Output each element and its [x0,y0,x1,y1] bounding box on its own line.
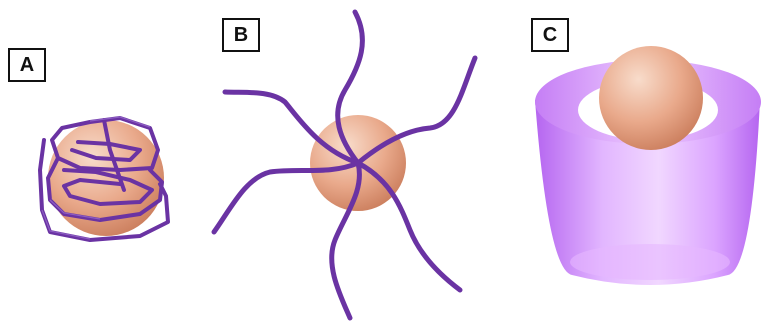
panel-a-figure [40,117,168,240]
panel-c-sphere [599,46,703,150]
chain-arm-2 [358,58,475,163]
panel-b-figure [214,12,475,318]
panel-b-radiating-chains [214,12,475,318]
panel-c-figure [535,46,761,285]
